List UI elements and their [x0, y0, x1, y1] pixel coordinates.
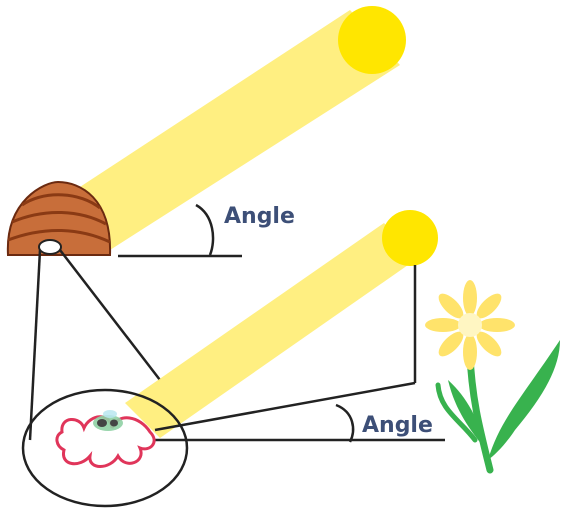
bottom-angle-arc — [336, 405, 353, 442]
flower-stem — [470, 355, 490, 470]
top-angle-arc — [196, 205, 213, 255]
top-angle-label: Angle — [224, 204, 295, 229]
sunflower-icon — [425, 280, 560, 470]
bottom-sun-icon — [382, 210, 438, 266]
view-oval — [23, 390, 187, 506]
bee-icon — [93, 410, 123, 431]
bottom-angle-label: Angle — [362, 413, 433, 438]
flower-leaf-right — [488, 340, 560, 460]
flower-center — [458, 313, 482, 337]
top-sun-icon — [338, 6, 406, 74]
hive-interior-view — [23, 390, 187, 506]
hive-entrance — [39, 240, 61, 254]
bottom-sunbeam — [125, 210, 438, 438]
